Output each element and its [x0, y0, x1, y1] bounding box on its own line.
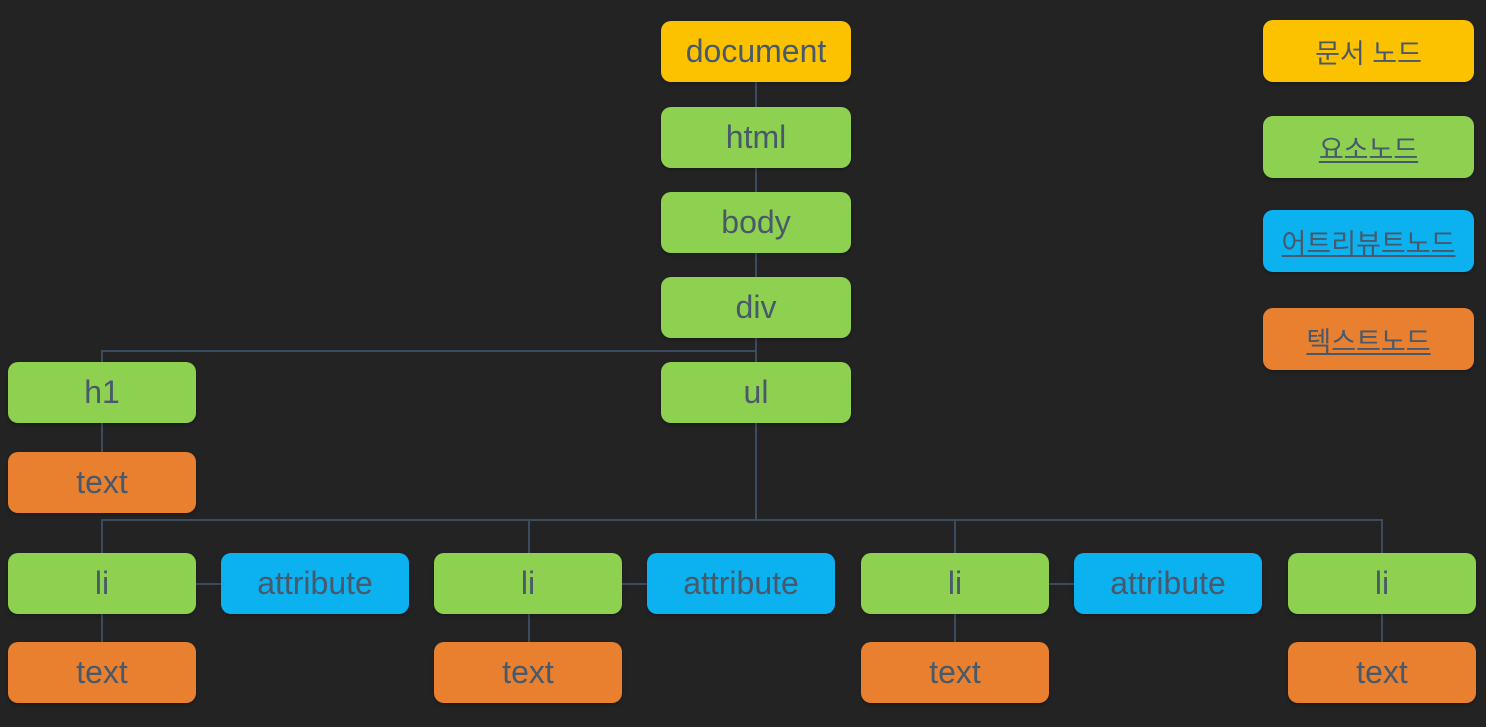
legend-document-node: 문서 노드: [1263, 20, 1474, 82]
legend-element-node-label: 요소노드: [1318, 134, 1419, 165]
edge-li4-text: [1381, 613, 1383, 643]
edge-branch-ul-children: [101, 519, 1383, 521]
node-html: html: [661, 107, 851, 168]
node-li1-text: text: [8, 642, 196, 703]
edge-branch-h1: [101, 350, 103, 363]
node-attr2: attribute: [647, 553, 835, 614]
edge-h1-text: [101, 422, 103, 453]
legend-document-node-label: 문서 노드: [1315, 38, 1422, 69]
legend-text-node-label: 텍스트노드: [1306, 326, 1431, 357]
edge-li3-attribute: [1049, 583, 1074, 585]
edge-li2-text: [528, 613, 530, 643]
node-body: body: [661, 192, 851, 253]
node-li2: li: [434, 553, 622, 614]
edge-branch-div-children: [101, 350, 757, 352]
node-li4-text: text: [1288, 642, 1476, 703]
edge-body-div: [755, 252, 757, 278]
node-h1: h1: [8, 362, 196, 423]
edge-branch-li2: [528, 519, 530, 554]
legend-attribute-node: 어트리뷰트노드: [1263, 210, 1474, 272]
legend-element-node: 요소노드: [1263, 116, 1474, 178]
edge-document-html: [755, 82, 757, 108]
edge-li1-text: [101, 613, 103, 643]
node-li2-text: text: [434, 642, 622, 703]
node-attr3: attribute: [1074, 553, 1262, 614]
edge-branch-li3: [954, 519, 956, 554]
node-attr1: attribute: [221, 553, 409, 614]
edge-li2-attribute: [622, 583, 647, 585]
edge-branch-li4: [1381, 519, 1383, 554]
node-li3-text: text: [861, 642, 1049, 703]
node-h1-text: text: [8, 452, 196, 513]
node-ul: ul: [661, 362, 851, 423]
node-li3: li: [861, 553, 1049, 614]
legend-attribute-node-label: 어트리뷰트노드: [1281, 228, 1456, 259]
edge-ul-branch: [755, 422, 757, 521]
node-document: document: [661, 21, 851, 82]
node-li1: li: [8, 553, 196, 614]
legend-text-node: 텍스트노드: [1263, 308, 1474, 370]
edge-li1-attribute: [196, 583, 221, 585]
edge-html-body: [755, 167, 757, 193]
edge-li3-text: [954, 613, 956, 643]
edge-branch-li1: [101, 519, 103, 554]
node-div: div: [661, 277, 851, 338]
node-li4: li: [1288, 553, 1476, 614]
